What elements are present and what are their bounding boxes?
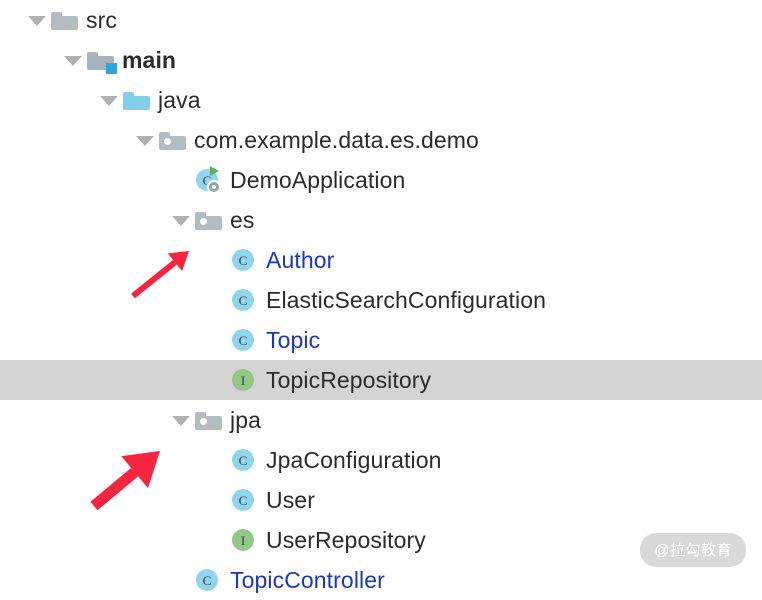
tree-row-label: src <box>86 6 117 33</box>
expand-collapse-icon[interactable] <box>96 80 122 120</box>
tree-row-label: java <box>158 86 201 113</box>
tree-row[interactable]: com.example.data.es.demo <box>0 120 762 160</box>
expand-collapse-spacer <box>204 320 230 360</box>
tree-row-label: JpaConfiguration <box>266 446 442 473</box>
class-icon: C <box>230 280 260 320</box>
tree-row-label: UserRepository <box>266 526 426 553</box>
package-folder-icon <box>194 400 224 440</box>
interface-icon: I <box>230 360 260 400</box>
expand-collapse-icon[interactable] <box>60 40 86 80</box>
runnable-class-icon: C <box>194 160 224 200</box>
tree-row-label: ElasticSearchConfiguration <box>266 286 547 313</box>
expand-collapse-spacer <box>168 560 194 600</box>
tree-row-label: com.example.data.es.demo <box>194 126 479 153</box>
expand-collapse-icon[interactable] <box>168 200 194 240</box>
tree-row[interactable]: java <box>0 80 762 120</box>
class-icon: C <box>230 440 260 480</box>
class-icon: C <box>230 320 260 360</box>
tree-row-label: User <box>266 486 315 513</box>
expand-collapse-icon[interactable] <box>168 400 194 440</box>
tree-row-label: TopicController <box>230 566 385 593</box>
class-icon: C <box>230 480 260 520</box>
expand-collapse-spacer <box>204 360 230 400</box>
expand-collapse-spacer <box>204 520 230 560</box>
expand-collapse-icon[interactable] <box>24 0 50 40</box>
folder-icon <box>50 0 80 40</box>
expand-collapse-spacer <box>204 480 230 520</box>
watermark: @拉勾教育 <box>640 533 746 567</box>
expand-collapse-spacer <box>204 280 230 320</box>
expand-collapse-spacer <box>204 240 230 280</box>
java-folder-icon <box>122 80 152 120</box>
tree-row[interactable]: es <box>0 200 762 240</box>
expand-collapse-spacer <box>168 160 194 200</box>
tree-row-label: TopicRepository <box>266 366 432 393</box>
interface-icon: I <box>230 520 260 560</box>
source-root-folder-icon <box>86 40 117 80</box>
tree-row-label: es <box>230 206 255 233</box>
class-icon: C <box>230 240 260 280</box>
tree-row-label: DemoApplication <box>230 166 406 193</box>
class-icon: C <box>194 560 224 600</box>
expand-collapse-icon[interactable] <box>132 120 158 160</box>
expand-collapse-spacer <box>204 440 230 480</box>
tree-row[interactable]: jpa <box>0 400 762 440</box>
tree-row-label: jpa <box>230 406 261 433</box>
tree-row-label: Author <box>266 246 335 273</box>
tree-row[interactable]: src <box>0 0 762 40</box>
tree-row[interactable]: main <box>0 40 762 80</box>
package-folder-icon <box>158 120 188 160</box>
tree-row-label: Topic <box>266 326 321 353</box>
package-folder-icon <box>194 200 224 240</box>
tree-row-label: main <box>122 46 177 73</box>
